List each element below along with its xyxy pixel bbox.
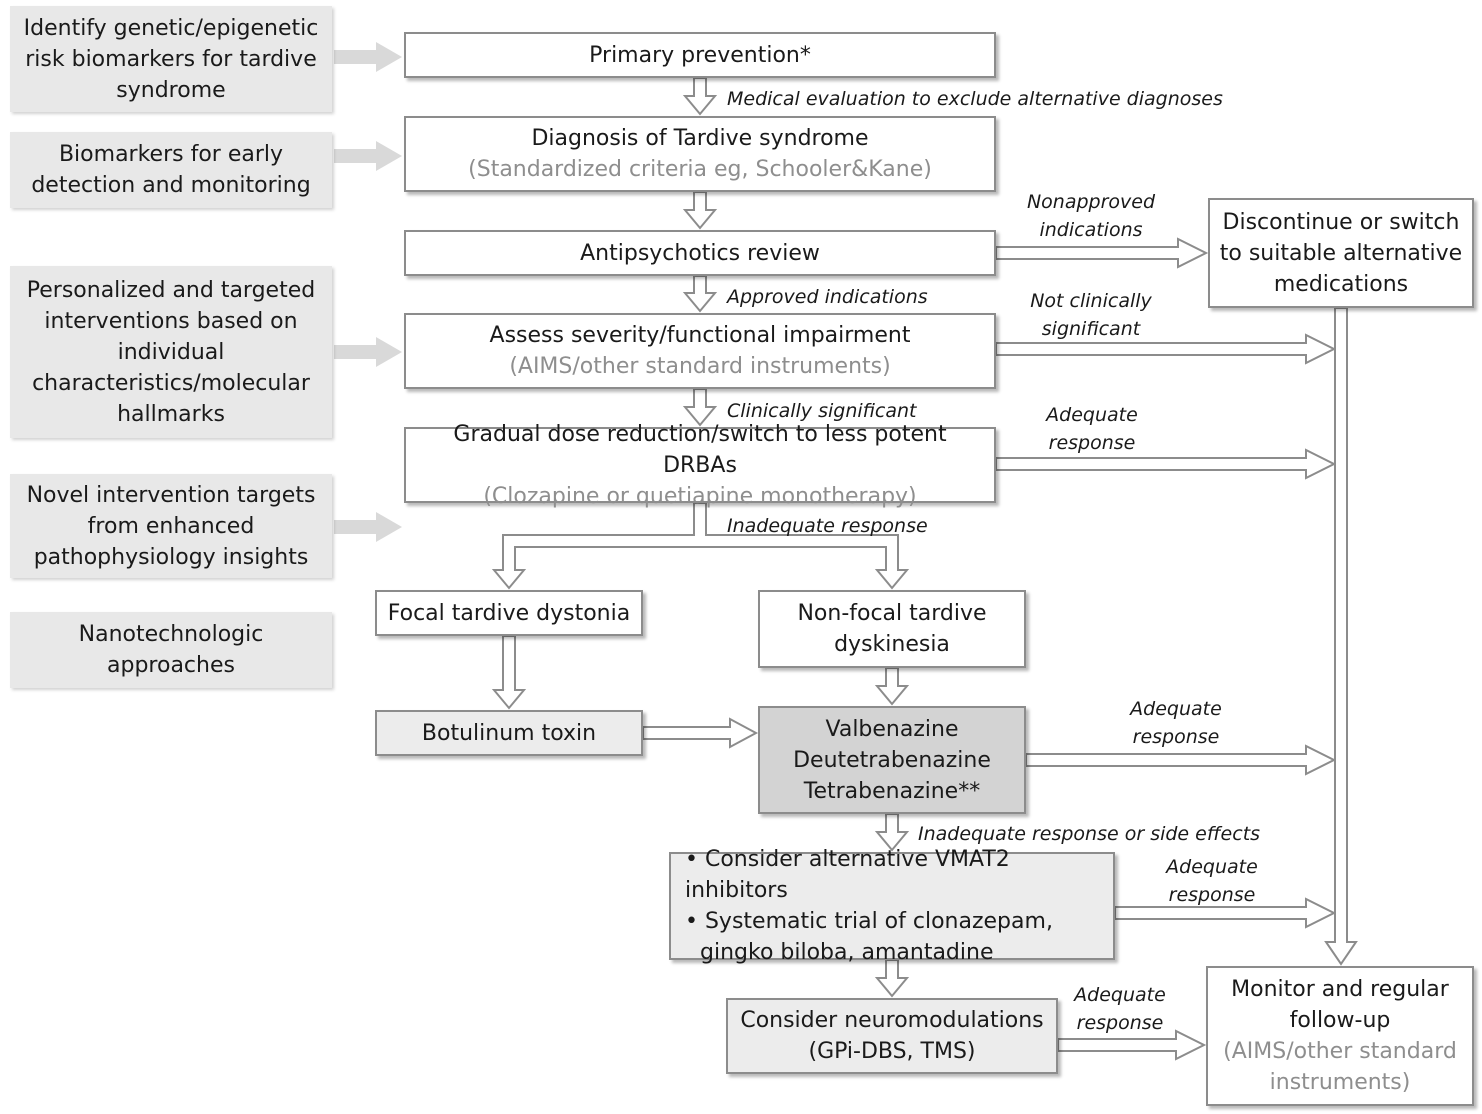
bullet-line: • Consider alternative VMAT2 inhibitors	[685, 847, 1010, 903]
label-line: response	[1168, 884, 1256, 906]
box-title: Botulinum toxin	[421, 720, 597, 746]
box-title: Primary prevention*	[589, 42, 811, 68]
side-line: hallmarks	[117, 401, 225, 427]
side-line: Novel intervention targets	[26, 482, 316, 508]
primary-prevention-box: Primary prevention*	[404, 32, 996, 78]
side-line: individual	[117, 339, 225, 365]
diagnosis-box: Diagnosis of Tardive syndrome (Standardi…	[404, 116, 996, 192]
label-not-clinically-significant: Not clinically significant	[1016, 287, 1166, 343]
box-title: Antipsychotics review	[580, 240, 820, 266]
label-line: Adequate	[1046, 404, 1138, 426]
box-line: Monitor and regular	[1231, 977, 1449, 1002]
side-line: risk biomarkers for tardive	[25, 46, 317, 72]
label-line: indications	[1039, 219, 1143, 241]
label-line: Adequate	[1166, 856, 1258, 878]
label-line: response	[1048, 432, 1136, 454]
arrow-dyskinesia-to-vmat2	[874, 667, 910, 706]
botulinum-toxin-box: Botulinum toxin	[375, 710, 643, 756]
bullet-line: • Systematic trial of clonazepam,	[685, 909, 1053, 934]
label-line: Not clinically	[1030, 290, 1152, 312]
side-arrow	[334, 141, 402, 171]
dose-reduction-box: Gradual dose reduction/switch to less po…	[404, 422, 996, 509]
label-line: Nonapproved	[1026, 191, 1156, 213]
box-title: Assess severity/functional impairment	[489, 323, 911, 348]
side-panel-personalized-interventions: Personalized and targeted interventions …	[10, 266, 332, 438]
antipsychotics-review-box: Antipsychotics review	[404, 230, 996, 276]
label-adequate-response-neuromodulation: Adequate response	[1054, 981, 1186, 1037]
box-line: (GPi-DBS, TMS)	[808, 1039, 976, 1064]
box-title: Gradual dose reduction/switch to less po…	[453, 421, 947, 478]
label-adequate-response-alternatives: Adequate response	[1146, 853, 1278, 909]
box-line: to suitable alternative	[1219, 240, 1463, 266]
label-adequate-response-dose: Adequate response	[1026, 401, 1158, 457]
label-line: response	[1132, 726, 1220, 748]
side-line: interventions based on	[44, 308, 298, 334]
box-line: Valbenazine	[825, 716, 959, 742]
label-line: Adequate	[1130, 698, 1222, 720]
label-line: significant	[1041, 318, 1141, 340]
arrow-review-to-assess	[682, 275, 718, 313]
monitor-box: Monitor and regular follow-up (AIMS/othe…	[1206, 966, 1474, 1106]
box-line: Non-focal tardive	[797, 601, 987, 626]
box-line: follow-up	[1289, 1008, 1391, 1033]
box-line: medications	[1273, 271, 1409, 297]
box-line: dyskinesia	[834, 632, 950, 657]
label-adequate-response-vmat2: Adequate response	[1110, 695, 1242, 751]
side-arrow	[334, 337, 402, 367]
side-panel-novel-targets: Novel intervention targets from enhanced…	[10, 474, 332, 578]
arrow-discontinue-to-monitor	[1324, 307, 1358, 966]
arrow-dystonia-to-botulinum	[491, 635, 527, 710]
side-line: pathophysiology insights	[33, 544, 309, 570]
side-line: Identify genetic/epigenetic	[23, 15, 319, 41]
label-approved-indications: Approved indications	[727, 286, 928, 308]
side-panel-nanotechnologic: Nanotechnologic approaches	[10, 612, 332, 688]
box-title: Diagnosis of Tardive syndrome	[531, 126, 869, 151]
side-line: detection and monitoring	[31, 173, 311, 198]
bullet-line: gingko biloba, amantadine	[700, 940, 994, 965]
side-line: syndrome	[116, 77, 226, 103]
box-line: Discontinue or switch	[1222, 209, 1460, 235]
side-line: Personalized and targeted	[26, 277, 316, 303]
side-arrow	[334, 42, 402, 72]
label-inadequate-response: Inadequate response	[727, 515, 928, 537]
label-nonapproved-indications: Nonapproved indications	[1020, 188, 1162, 244]
arrow-prevention-to-diagnosis	[682, 77, 718, 116]
side-panel-risk-biomarkers: Identify genetic/epigenetic risk biomark…	[10, 6, 332, 112]
box-subtitle: (Standardized criteria eg, Schooler&Kane…	[468, 157, 932, 182]
label-line: Adequate	[1074, 984, 1166, 1006]
label-inadequate-response-side-effects: Inadequate response or side effects	[918, 823, 1261, 845]
arrow-diagnosis-to-review	[682, 191, 718, 230]
alternatives-box: • Consider alternative VMAT2 inhibitors …	[669, 847, 1115, 965]
box-line: Tetrabenazine**	[803, 778, 981, 804]
box-subtitle: (AIMS/other standard	[1223, 1039, 1457, 1064]
label-line: response	[1076, 1012, 1164, 1034]
label-medical-evaluation: Medical evaluation to exclude alternativ…	[727, 88, 1223, 110]
box-title: Focal tardive dystonia	[387, 600, 631, 626]
discontinue-box: Discontinue or switch to suitable altern…	[1208, 198, 1474, 308]
box-subtitle: (Clozapine or quetiapine monotherapy)	[483, 483, 917, 509]
box-subtitle: instruments)	[1269, 1070, 1411, 1095]
side-line: from enhanced	[87, 513, 255, 539]
neuromodulation-box: Consider neuromodulations (GPi-DBS, TMS)	[726, 998, 1058, 1074]
side-arrow	[334, 512, 402, 542]
side-line: Nanotechnologic	[78, 622, 264, 647]
side-panel-early-detection: Biomarkers for early detection and monit…	[10, 132, 332, 208]
arrow-botulinum-to-vmat2	[642, 717, 759, 749]
side-line: approaches	[107, 653, 235, 678]
label-clinically-significant: Clinically significant	[727, 400, 917, 422]
side-line: characteristics/molecular	[32, 370, 310, 396]
box-line: Consider neuromodulations	[740, 1008, 1044, 1033]
nonfocal-dyskinesia-box: Non-focal tardive dyskinesia	[758, 590, 1026, 668]
vmat2-inhibitors-box: Valbenazine Deutetrabenazine Tetrabenazi…	[758, 706, 1026, 814]
box-subtitle: (AIMS/other standard instruments)	[509, 354, 891, 379]
focal-dystonia-box: Focal tardive dystonia	[375, 590, 643, 636]
box-line: Deutetrabenazine	[793, 747, 991, 773]
side-line: Biomarkers for early	[58, 142, 284, 167]
assess-severity-box: Assess severity/functional impairment (A…	[404, 313, 996, 389]
